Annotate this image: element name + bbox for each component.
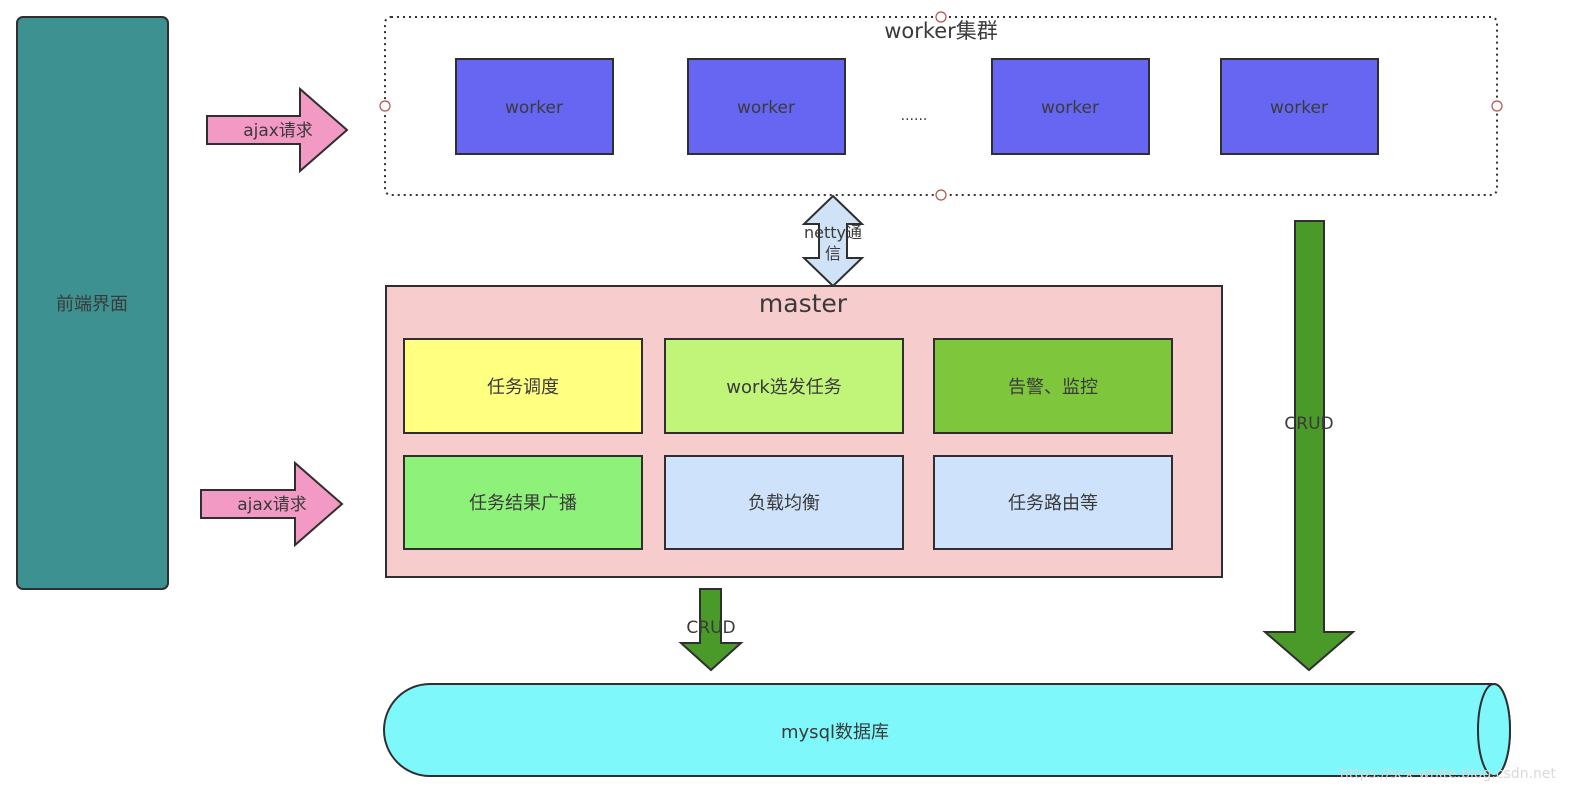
netty-double-arrow: netty通 信	[801, 194, 865, 288]
worker-node: worker	[687, 58, 846, 155]
svg-text:任务调度: 任务调度	[487, 377, 559, 398]
svg-text:任务结果广播: 任务结果广播	[469, 493, 577, 514]
svg-text:worker: worker	[1270, 98, 1328, 118]
handle-bottom	[935, 189, 947, 201]
crud-arrow-worker: CRUD	[1262, 220, 1356, 672]
handle-right	[1491, 100, 1503, 112]
module-result-broadcast: 任务结果广播	[403, 455, 643, 550]
mysql-database: mysql数据库	[383, 683, 1511, 777]
worker-cluster-title: worker集群	[884, 19, 998, 43]
crud-worker-label: CRUD	[1284, 414, 1333, 434]
svg-text:worker: worker	[737, 98, 795, 118]
worker-ellipsis: ......	[901, 108, 928, 124]
netty-label-line1: netty通	[804, 223, 862, 242]
ajax-arrow-top-label: ajax请求	[243, 121, 313, 141]
svg-text:work选发任务: work选发任务	[726, 377, 842, 398]
module-alert-monitor: 告警、监控	[933, 338, 1173, 434]
crud-master-label: CRUD	[686, 618, 735, 638]
ajax-arrow-bottom-label: ajax请求	[237, 495, 307, 515]
master-node: master 任务调度 work选发任务 告警、监控 任务结果广播 负载均衡 任…	[385, 285, 1223, 578]
worker-node: worker	[991, 58, 1150, 155]
master-title: master	[759, 289, 848, 318]
worker-node: worker	[455, 58, 614, 155]
handle-left	[379, 100, 391, 112]
module-load-balance: 负载均衡	[664, 455, 904, 550]
module-task-scheduling: 任务调度	[403, 338, 643, 434]
module-work-dispatch: work选发任务	[664, 338, 904, 434]
netty-label-line2: 信	[825, 244, 841, 263]
ajax-arrow-bottom: ajax请求	[200, 460, 344, 548]
handle-top	[935, 11, 947, 23]
svg-text:worker: worker	[1041, 98, 1099, 118]
module-task-routing: 任务路由等	[933, 455, 1173, 550]
svg-text:任务路由等: 任务路由等	[1008, 493, 1098, 514]
worker-node: worker	[1220, 58, 1379, 155]
svg-text:worker: worker	[505, 98, 563, 118]
svg-text:告警、监控: 告警、监控	[1008, 377, 1098, 398]
ajax-arrow-top: ajax请求	[206, 86, 349, 174]
frontend-node: 前端界面	[16, 16, 169, 590]
database-label: mysql数据库	[781, 722, 889, 743]
crud-arrow-master: CRUD	[678, 588, 744, 672]
svg-text:负载均衡: 负载均衡	[748, 493, 820, 514]
frontend-label: 前端界面	[56, 294, 128, 315]
watermark-text: https://scx-white.blog.csdn.net	[1340, 766, 1557, 782]
worker-cluster: worker集群 worker worker ...... worker wor…	[379, 11, 1503, 201]
